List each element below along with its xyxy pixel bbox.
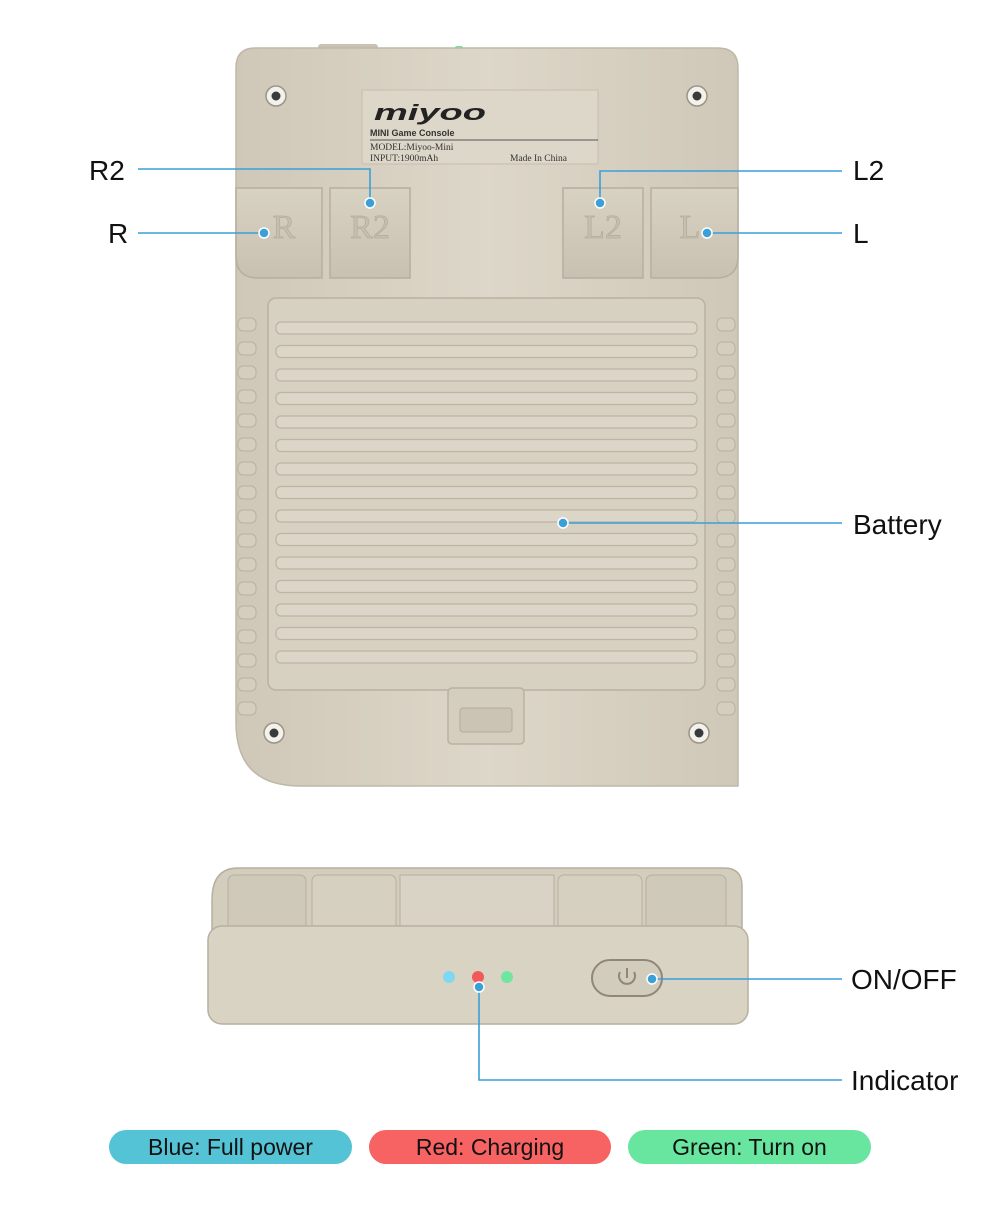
- screw-icon: [688, 722, 710, 744]
- side-ridge: [237, 413, 257, 428]
- callout-r: R: [108, 218, 129, 249]
- dot-battery: [557, 517, 569, 529]
- side-ridge: [716, 365, 736, 380]
- side-ridge: [716, 413, 736, 428]
- model-text: MODEL:Miyoo-Mini: [370, 143, 454, 153]
- callout-indicator: Indicator: [851, 1065, 959, 1096]
- side-ridge: [716, 701, 736, 716]
- dot-l2: [594, 197, 606, 209]
- l-button: L: [650, 187, 739, 279]
- screw-icon: [263, 722, 285, 744]
- dot-on-off: [646, 973, 658, 985]
- side-ridge: [716, 389, 736, 404]
- callout-l2: L2: [853, 155, 885, 186]
- side-ridge: [237, 341, 257, 356]
- green-led: [501, 971, 513, 983]
- side-ridge: [716, 437, 736, 452]
- blue-led: [443, 971, 455, 983]
- battery-ridge: [275, 368, 698, 382]
- side-ridge: [237, 557, 257, 572]
- battery-ridge: [275, 415, 698, 429]
- svg-text:R2: R2: [350, 209, 390, 246]
- input-text: INPUT:1900mAh: [370, 154, 438, 164]
- side-ridge: [716, 461, 736, 476]
- brand-logo: miyoo: [374, 100, 486, 125]
- callout-on-off: ON/OFF: [851, 964, 957, 995]
- side-ridge: [716, 629, 736, 644]
- side-ridge: [716, 605, 736, 620]
- svg-text:L2: L2: [584, 209, 622, 246]
- dot-r: [258, 227, 270, 239]
- side-ridge: [716, 581, 736, 596]
- side-ridge: [237, 485, 257, 500]
- leader-indicator: [478, 987, 842, 1081]
- side-ridge: [716, 533, 736, 548]
- dot-indicator: [473, 981, 485, 993]
- svg-text:R: R: [273, 209, 296, 246]
- side-ridge: [716, 341, 736, 356]
- screw-icon: [265, 85, 287, 107]
- side-ridge: [716, 653, 736, 668]
- leader-r2: [138, 168, 371, 203]
- dot-r2: [364, 197, 376, 209]
- console-bottom: [207, 867, 749, 1025]
- callout-battery: Battery: [853, 509, 942, 540]
- battery-cover: [267, 297, 706, 745]
- side-ridge: [237, 605, 257, 620]
- battery-ridge: [275, 462, 698, 476]
- screw-icon: [686, 85, 708, 107]
- battery-ridge: [275, 556, 698, 570]
- power-icon: [618, 968, 636, 985]
- side-ridge: [237, 365, 257, 380]
- origin-text: Made In China: [510, 154, 568, 164]
- leader-dots: [258, 197, 713, 993]
- product-text: MINI Game Console: [370, 128, 455, 138]
- callout-l: L: [853, 218, 869, 249]
- r-button: R: [235, 187, 323, 279]
- battery-ridge: [275, 603, 698, 617]
- side-ridge: [716, 677, 736, 692]
- side-ridge: [237, 677, 257, 692]
- side-ridge: [716, 317, 736, 332]
- console-back: miyoo MINI Game Console MODEL:Miyoo-Mini…: [235, 44, 739, 787]
- side-ridge: [237, 533, 257, 548]
- battery-ridge: [275, 485, 698, 500]
- legend-red-pill: Red: Charging: [369, 1130, 611, 1164]
- battery-ridge: [275, 321, 698, 335]
- battery-ridge: [275, 532, 698, 547]
- power-button: [591, 959, 663, 997]
- side-ridge: [237, 389, 257, 404]
- side-ridge: [237, 461, 257, 476]
- side-ridge: [237, 629, 257, 644]
- svg-text:L: L: [680, 209, 701, 246]
- leader-lines: [138, 168, 842, 1081]
- side-ridge: [716, 485, 736, 500]
- red-led: [472, 971, 484, 983]
- side-ridge: [237, 653, 257, 668]
- dot-l: [701, 227, 713, 239]
- battery-ridge: [275, 626, 698, 641]
- side-ridge: [716, 557, 736, 572]
- legend-blue-pill: Blue: Full power: [109, 1130, 352, 1164]
- side-ridge: [716, 509, 736, 524]
- side-ridge: [237, 437, 257, 452]
- side-ridge: [237, 701, 257, 716]
- battery-ridge: [275, 391, 698, 406]
- label-plate: miyoo MINI Game Console MODEL:Miyoo-Mini…: [361, 89, 599, 165]
- side-ridge: [237, 509, 257, 524]
- side-ridge: [237, 317, 257, 332]
- battery-ridge: [275, 650, 698, 664]
- side-ridge: [237, 581, 257, 596]
- battery-ridge: [275, 509, 698, 523]
- side-grip-ridges: [237, 317, 736, 716]
- battery-ridge: [275, 344, 698, 359]
- battery-ridge: [275, 579, 698, 594]
- callout-r2: R2: [89, 155, 125, 186]
- battery-ridge: [275, 438, 698, 453]
- leader-l2: [599, 170, 842, 203]
- legend-green-pill: Green: Turn on: [628, 1130, 871, 1164]
